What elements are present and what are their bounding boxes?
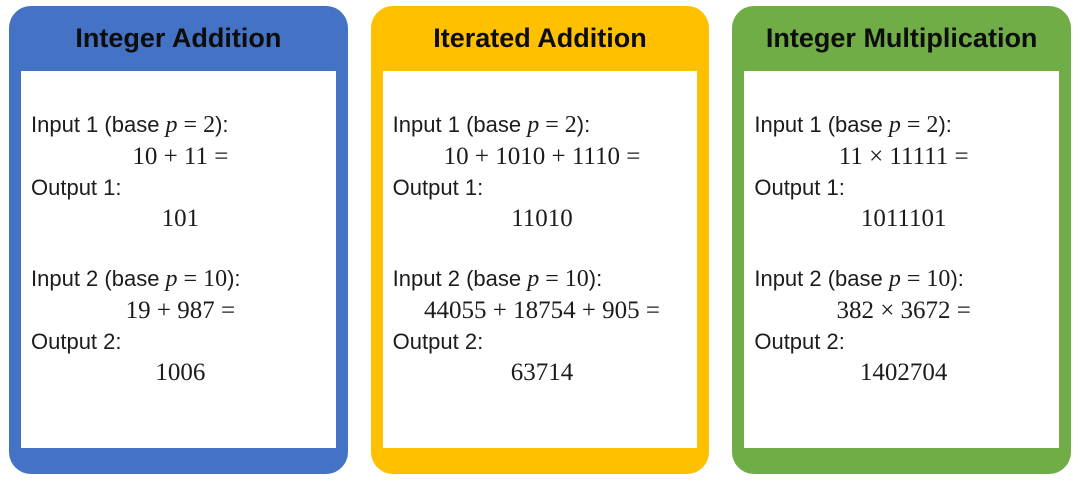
input-label-suffix: ): xyxy=(950,266,964,291)
math-base-value: = 2 xyxy=(177,112,216,138)
input-label: Input 1 (base p = 2): xyxy=(754,109,1053,141)
input-label-prefix: Input 2 (base xyxy=(392,266,528,291)
output-label: Output 1: xyxy=(754,175,845,200)
math-variable-p: p xyxy=(165,112,178,138)
card-panel: Input 1 (base p = 2): 10 + 1010 + 1110 =… xyxy=(382,71,698,448)
card-title: Integer Addition xyxy=(75,23,282,53)
output-label: Output 2: xyxy=(31,329,122,354)
equation: 11 × 11111 = xyxy=(838,143,969,170)
example-section: Input 1 (base p = 2): 11 × 11111 = Outpu… xyxy=(754,109,1053,234)
input-label-suffix: ): xyxy=(215,112,229,137)
math-base-value: = 10 xyxy=(177,266,228,292)
output-label: Output 1: xyxy=(392,175,484,200)
math-variable-p: p xyxy=(527,266,540,292)
equation: 19 + 987 = xyxy=(125,297,236,324)
math-variable-p: p xyxy=(165,266,178,292)
card-title: Integer Multiplication xyxy=(765,23,1038,53)
equation: 10 + 1010 + 1110 = xyxy=(443,143,641,170)
output-value: 1006 xyxy=(155,359,206,386)
card-title: Iterated Addition xyxy=(433,23,647,53)
input-label-suffix: ): xyxy=(576,112,591,137)
math-variable-p: p xyxy=(888,266,901,292)
input-label: Input 1 (base p = 2): xyxy=(31,109,330,141)
input-label: Input 1 (base p = 2): xyxy=(393,109,692,141)
input-label: Input 2 (base p = 10): xyxy=(31,263,330,295)
card-integer-multiplication: Integer Multiplication Input 1 (base p =… xyxy=(732,6,1072,474)
output-value: 63714 xyxy=(510,359,574,386)
output-value: 101 xyxy=(161,205,200,232)
output-label: Output 2: xyxy=(754,329,845,354)
input-label-prefix: Input 1 (base xyxy=(392,112,528,137)
math-base-value: = 10 xyxy=(539,266,589,292)
math-base-value: = 2 xyxy=(539,112,577,138)
input-label-suffix: ): xyxy=(227,266,241,291)
output-value: 11010 xyxy=(511,205,573,232)
example-section: Input 2 (base p = 10): 19 + 987 = Output… xyxy=(31,263,330,388)
card-header: Iterated Addition xyxy=(371,6,710,71)
math-variable-p: p xyxy=(527,112,540,138)
card-iterated-addition: Iterated Addition Input 1 (base p = 2): … xyxy=(370,6,710,474)
input-label-prefix: Input 2 (base xyxy=(754,266,889,291)
math-base-value: = 2 xyxy=(900,112,939,138)
input-label-suffix: ): xyxy=(938,112,952,137)
card-panel: Input 1 (base p = 2): 10 + 11 = Output 1… xyxy=(21,71,336,448)
input-label-suffix: ): xyxy=(588,266,603,291)
output-value: 1011101 xyxy=(860,205,947,232)
example-section: Input 2 (base p = 10): 44055 + 18754 + 9… xyxy=(393,263,692,388)
equation: 382 × 3672 = xyxy=(836,297,971,324)
output-label: Output 1: xyxy=(31,175,122,200)
equation: 10 + 11 = xyxy=(132,143,229,170)
example-section: Input 1 (base p = 2): 10 + 1010 + 1110 =… xyxy=(393,109,692,234)
input-label-prefix: Input 1 (base xyxy=(754,112,889,137)
math-variable-p: p xyxy=(888,112,901,138)
card-header: Integer Addition xyxy=(9,6,348,71)
input-label-prefix: Input 1 (base xyxy=(31,112,166,137)
input-label: Input 2 (base p = 10): xyxy=(393,263,692,295)
input-label-prefix: Input 2 (base xyxy=(31,266,166,291)
output-label: Output 2: xyxy=(392,329,484,354)
example-section: Input 2 (base p = 10): 382 × 3672 = Outp… xyxy=(754,263,1053,388)
card-panel: Input 1 (base p = 2): 11 × 11111 = Outpu… xyxy=(744,71,1060,448)
math-base-value: = 10 xyxy=(900,266,951,292)
output-value: 1402704 xyxy=(859,359,948,386)
card-header: Integer Multiplication xyxy=(732,6,1071,71)
input-label: Input 2 (base p = 10): xyxy=(754,263,1053,295)
example-section: Input 1 (base p = 2): 10 + 11 = Output 1… xyxy=(31,109,330,234)
equation: 44055 + 18754 + 905 = xyxy=(423,297,661,324)
card-integer-addition: Integer Addition Input 1 (base p = 2): 1… xyxy=(9,6,348,474)
